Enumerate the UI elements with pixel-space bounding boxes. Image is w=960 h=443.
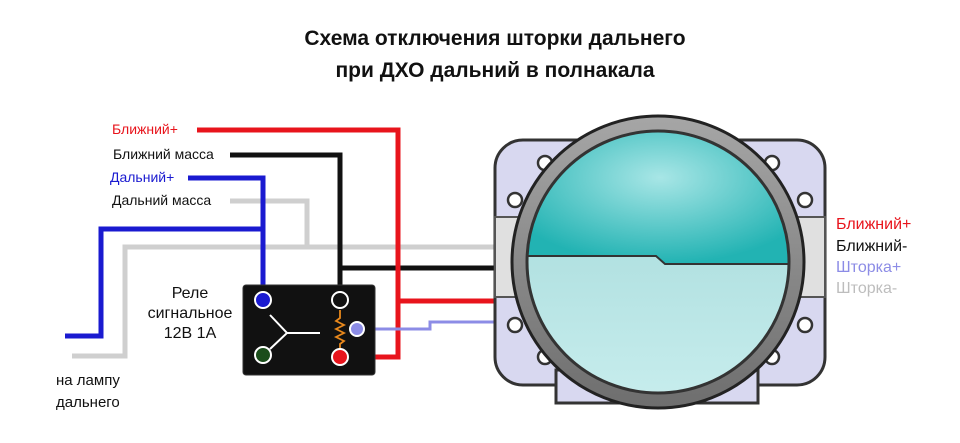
mounting-hole-icon	[796, 316, 814, 334]
relay-terminal-shutter	[349, 321, 365, 337]
relay-terminal-low-plus	[331, 348, 349, 366]
lamp-note-line2: дальнего	[56, 394, 120, 411]
label-high-ground: Дальний масса	[112, 192, 212, 208]
mounting-hole-icon	[506, 191, 524, 209]
label-high-plus: Дальний+	[110, 169, 175, 185]
lamp-note: на лампу дальнего	[56, 370, 120, 414]
lamp-note-line1: на лампу	[56, 372, 120, 389]
relay-terminal-low-ground	[331, 291, 349, 309]
relay-line1: Реле	[171, 285, 209, 302]
legend-low-minus: Ближний-	[836, 238, 908, 255]
legend-low-plus: Ближний+	[836, 216, 912, 233]
lens-glass	[527, 131, 789, 393]
relay-line3: 12В 1А	[163, 325, 217, 342]
wire-shutter-plus	[357, 320, 500, 331]
mounting-hole-icon	[506, 316, 524, 334]
wire-low-ground	[230, 152, 500, 300]
legend-shutter-plus: Шторка+	[836, 259, 902, 276]
wire-high-plus	[65, 175, 266, 339]
relay-terminal-high-plus	[254, 291, 272, 309]
legend-shutter-minus: Шторка-	[836, 280, 898, 297]
label-low-plus: Ближний+	[112, 121, 178, 137]
relay-terminal-output	[254, 346, 272, 364]
diagram-title-line2: при ДХО дальний в полнакала	[335, 59, 655, 82]
label-low-ground: Ближний масса	[113, 146, 214, 162]
relay-coil-icon	[333, 310, 347, 350]
diagram-title-line1: Схема отключения шторки дальнего	[304, 27, 686, 50]
mounting-hole-icon	[796, 191, 814, 209]
relay-line2: сигнальное	[147, 305, 233, 322]
relay-switch-arm	[269, 314, 320, 350]
wire-high-ground	[72, 198, 500, 359]
relay-name: Реле сигнальное 12В 1А	[130, 284, 250, 344]
